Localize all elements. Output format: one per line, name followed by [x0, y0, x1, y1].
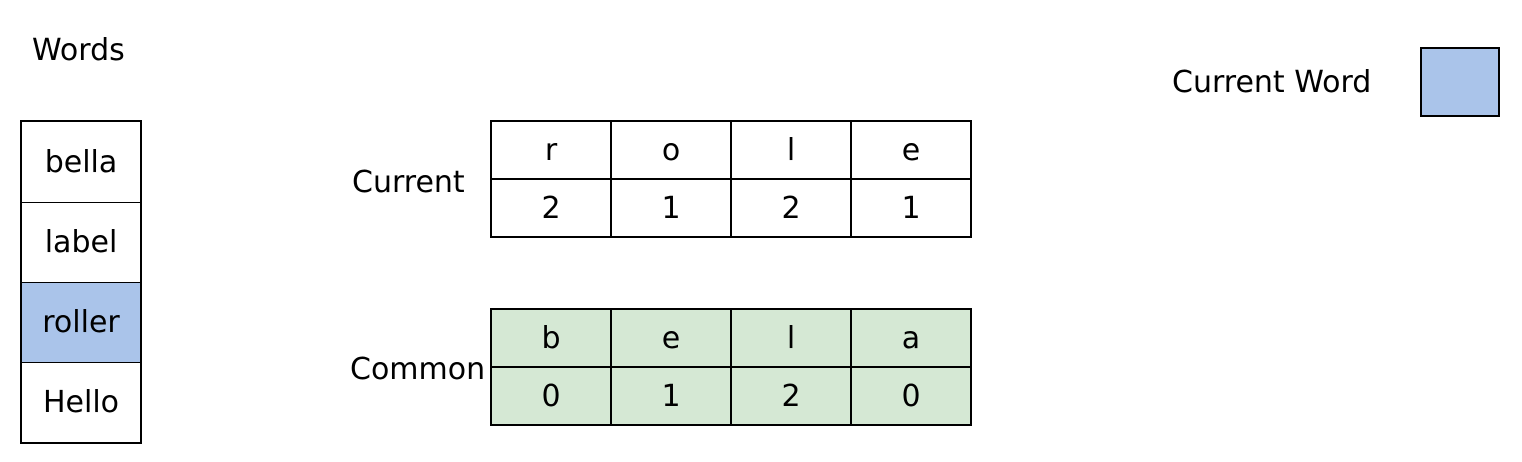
current-letter-cell: l	[730, 120, 852, 180]
current-counts-row: 2 1 2 1	[490, 178, 972, 238]
common-table: b e l a 0 1 2 0	[490, 308, 972, 426]
current-count-cell: 1	[850, 178, 972, 238]
common-count-cell: 2	[730, 366, 852, 426]
common-letter-cell: e	[610, 308, 732, 368]
legend-label: Current Word	[1172, 65, 1372, 100]
current-letter-cell: o	[610, 120, 732, 180]
current-count-cell: 2	[730, 178, 852, 238]
common-letters-row: b e l a	[490, 308, 972, 368]
current-count-cell: 2	[490, 178, 612, 238]
words-title: Words	[32, 33, 125, 68]
word-item: roller	[22, 282, 140, 362]
word-item: label	[22, 202, 140, 282]
common-count-cell: 0	[490, 366, 612, 426]
common-letter-cell: a	[850, 308, 972, 368]
current-letter-cell: r	[490, 120, 612, 180]
common-letter-cell: b	[490, 308, 612, 368]
current-letters-row: r o l e	[490, 120, 972, 180]
word-item: Hello	[22, 362, 140, 442]
current-count-cell: 1	[610, 178, 732, 238]
common-letter-cell: l	[730, 308, 852, 368]
words-list: bella label roller Hello	[20, 120, 142, 444]
current-table: r o l e 2 1 2 1	[490, 120, 972, 238]
common-counts-row: 0 1 2 0	[490, 366, 972, 426]
word-item: bella	[44, 144, 118, 180]
common-count-cell: 0	[850, 366, 972, 426]
common-count-cell: 1	[610, 366, 732, 426]
current-letter-cell: e	[850, 120, 972, 180]
current-label: Current	[352, 165, 465, 200]
common-label: Common	[350, 352, 486, 387]
legend-swatch	[1420, 47, 1500, 117]
